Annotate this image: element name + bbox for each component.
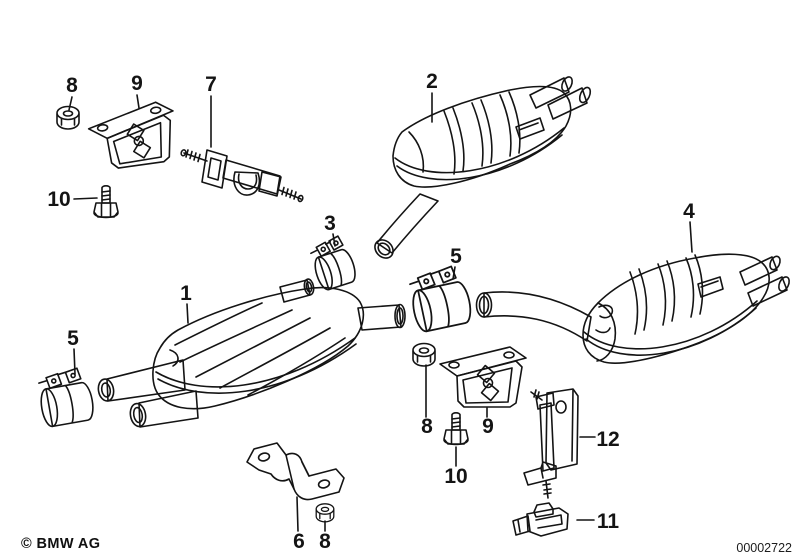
part-rear-muffler-left (374, 76, 592, 259)
callout-part-9[interactable]: 9 (131, 72, 143, 95)
leader-line-5 (332, 233, 336, 247)
part-rubber-hanger-top (85, 99, 181, 173)
part-support-bracket (523, 388, 579, 499)
leader-line-6 (452, 266, 456, 280)
callout-part-8[interactable]: 8 (421, 415, 433, 438)
callout-part-10[interactable]: 10 (444, 465, 467, 488)
leader-line-1 (136, 94, 140, 109)
leader-line-7 (689, 221, 693, 253)
callout-part-10[interactable]: 10 (47, 188, 70, 211)
leader-line-4 (73, 197, 98, 200)
callout-part-7[interactable]: 7 (205, 73, 217, 96)
callout-part-12[interactable]: 12 (596, 428, 619, 451)
callout-part-4[interactable]: 4 (683, 200, 695, 223)
leader-line-9 (73, 348, 76, 375)
part-rear-muffler-right (475, 253, 790, 364)
leader-line-15 (296, 496, 299, 532)
callout-part-8[interactable]: 8 (66, 74, 78, 97)
callout-part-11[interactable]: 11 (597, 510, 620, 533)
callout-part-9[interactable]: 9 (482, 415, 494, 438)
callout-part-6[interactable]: 6 (293, 530, 305, 553)
callout-part-2[interactable]: 2 (426, 70, 438, 93)
callout-part-5[interactable]: 5 (450, 245, 462, 268)
part-clip (512, 502, 569, 537)
part-double-clamp-5-left (35, 365, 97, 429)
part-pipe-clamp-3 (306, 233, 360, 293)
part-strap-bracket (246, 442, 345, 501)
part-center-muffler (97, 278, 406, 428)
leader-line-0 (68, 96, 73, 111)
part-double-clamp-5-middle (405, 263, 475, 334)
part-nut-bottom (315, 503, 335, 523)
part-clamp-bar (180, 149, 304, 203)
callout-part-5[interactable]: 5 (67, 327, 79, 350)
document-number: 00002722 (736, 541, 792, 555)
part-bolt-middle (443, 411, 469, 446)
copyright-text: © BMW AG (21, 536, 101, 552)
callout-part-3[interactable]: 3 (324, 212, 336, 235)
leader-line-8 (186, 303, 189, 324)
callout-part-8[interactable]: 8 (319, 530, 331, 553)
callout-part-1[interactable]: 1 (180, 282, 192, 305)
part-bolt-top (93, 185, 119, 219)
part-nut-middle (412, 342, 436, 367)
part-nut-top (56, 105, 80, 130)
part-rubber-hanger-middle (439, 346, 527, 408)
